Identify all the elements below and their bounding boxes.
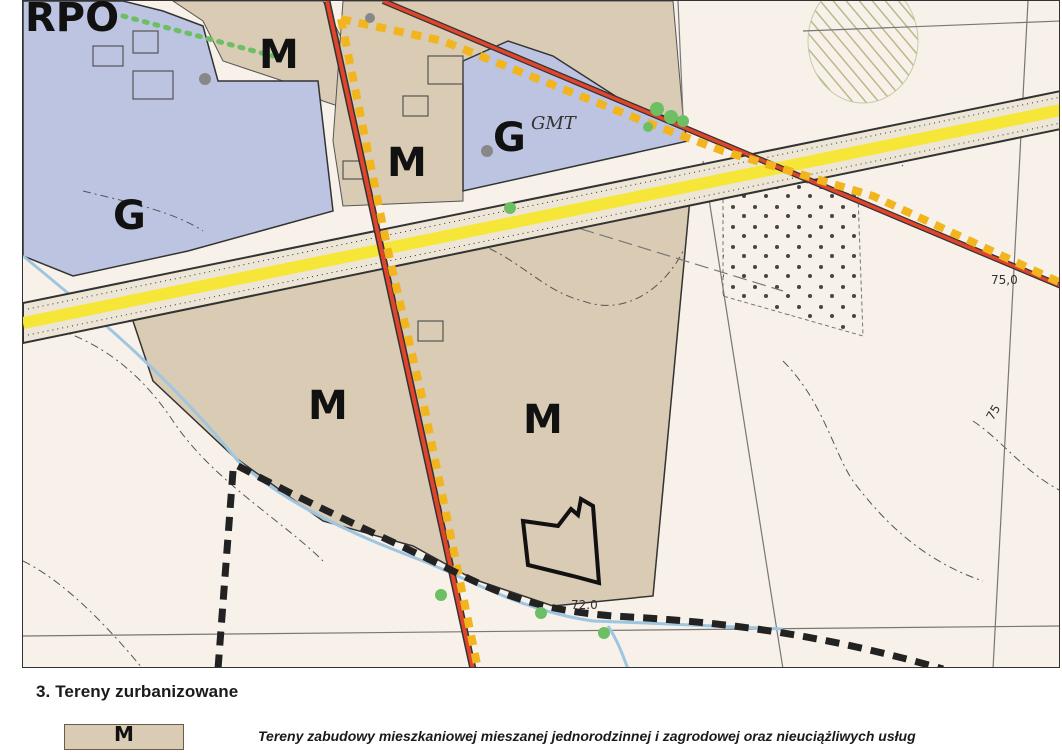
red-road-diagonal	[381, 1, 1059, 289]
elevation-72: 72.0	[571, 598, 598, 612]
zone-label-m-right: M	[523, 397, 563, 443]
legend-swatch-m: M	[64, 724, 184, 750]
stream-branch	[606, 625, 629, 667]
green-dotted-line	[120, 13, 276, 59]
zone-label-m-top: M	[259, 32, 299, 78]
building-footprint-outline	[520, 495, 602, 586]
label-gmt: GMT	[531, 113, 578, 134]
main-road-yellow	[23, 90, 1059, 345]
elevation-75a: 75,0	[991, 273, 1018, 287]
orange-dotted-line-vertical	[337, 18, 482, 667]
zone-label-g-center: G	[493, 115, 526, 161]
gray-markers	[199, 13, 493, 157]
zone-label-m-left: M	[308, 383, 348, 429]
zone-label-m-upper: M	[387, 140, 427, 186]
red-road-vertical	[323, 1, 477, 667]
legend-section-title: 3. Tereny zurbanizowane	[36, 682, 239, 701]
legend-swatch-label: M	[114, 722, 134, 746]
industrial-zone-left	[23, 1, 334, 277]
map-svg: M M M M G G RPO GMT 72.0 75,0 75	[23, 1, 1059, 667]
hatched-area	[807, 1, 919, 104]
green-dots	[435, 102, 689, 639]
stream	[23, 254, 784, 631]
zone-label-g-left: G	[113, 193, 146, 239]
map-canvas[interactable]: M M M M G G RPO GMT 72.0 75,0 75	[22, 0, 1060, 668]
building-outlines	[92, 30, 464, 342]
elevation-75b: 75	[983, 402, 1003, 422]
corner-label-rpo: RPO	[25, 1, 119, 41]
legend-panel: 3. Tereny zurbanizowane M Tereny zabudow…	[22, 668, 1060, 753]
legend-description: Tereny zabudowy mieszkaniowej mieszanej …	[258, 728, 916, 744]
black-boundary-dashed	[214, 462, 944, 667]
orange-dotted-line-diagonal	[340, 15, 1059, 287]
